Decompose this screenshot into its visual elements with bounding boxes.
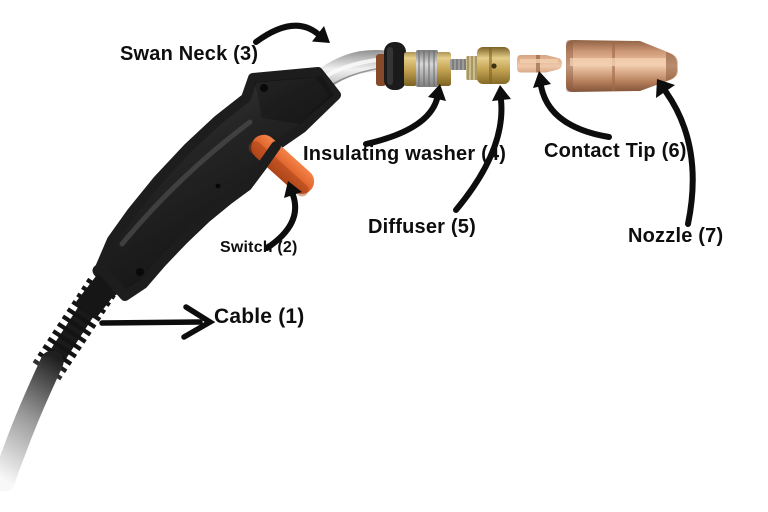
contact-tip-arrow [533, 71, 612, 140]
handle-screw-bottom [136, 268, 144, 276]
nozzle-arrow [656, 79, 696, 227]
insulating-washer-arrow [363, 84, 446, 147]
diffuser-arrow [453, 85, 511, 213]
cable-fade [0, 356, 150, 512]
handle-collar-shade [255, 76, 334, 124]
handle-ridge-highlight [119, 119, 253, 247]
trigger-pivot-dot [215, 183, 221, 189]
diffuser-part [466, 47, 510, 84]
neck-end-ring [376, 54, 386, 86]
insulating-washer-label: Insulating washer (4) [303, 143, 507, 165]
handle-screw-top [260, 84, 268, 92]
handle-part [76, 67, 341, 319]
conduit-rod [450, 59, 468, 70]
switch-label: Switch (2) [220, 239, 298, 256]
nozzle-part [566, 40, 678, 92]
switch-arrow [264, 181, 302, 251]
nozzle-tip-face [666, 52, 677, 81]
nozzle-label: Nozzle (7) [628, 225, 724, 247]
swan-neck-label: Swan Neck (3) [120, 43, 259, 65]
contact-tip-label: Contact Tip (6) [544, 140, 687, 162]
contact-tip-part [517, 55, 562, 73]
cable-arrow [99, 304, 216, 340]
diffuser-label: Diffuser (5) [368, 216, 476, 238]
swan-neck-arrow [253, 22, 330, 45]
cable-label: Cable (1) [214, 305, 305, 328]
handle-front-edge-over-trigger [242, 141, 281, 191]
insulating-washer-part [384, 42, 406, 90]
cable-part [0, 277, 150, 512]
diffuser-gas-hole [491, 63, 497, 69]
handle-thread-collar [76, 273, 118, 319]
neck-fitting-part [404, 50, 468, 87]
annotation-arrows [99, 22, 696, 340]
